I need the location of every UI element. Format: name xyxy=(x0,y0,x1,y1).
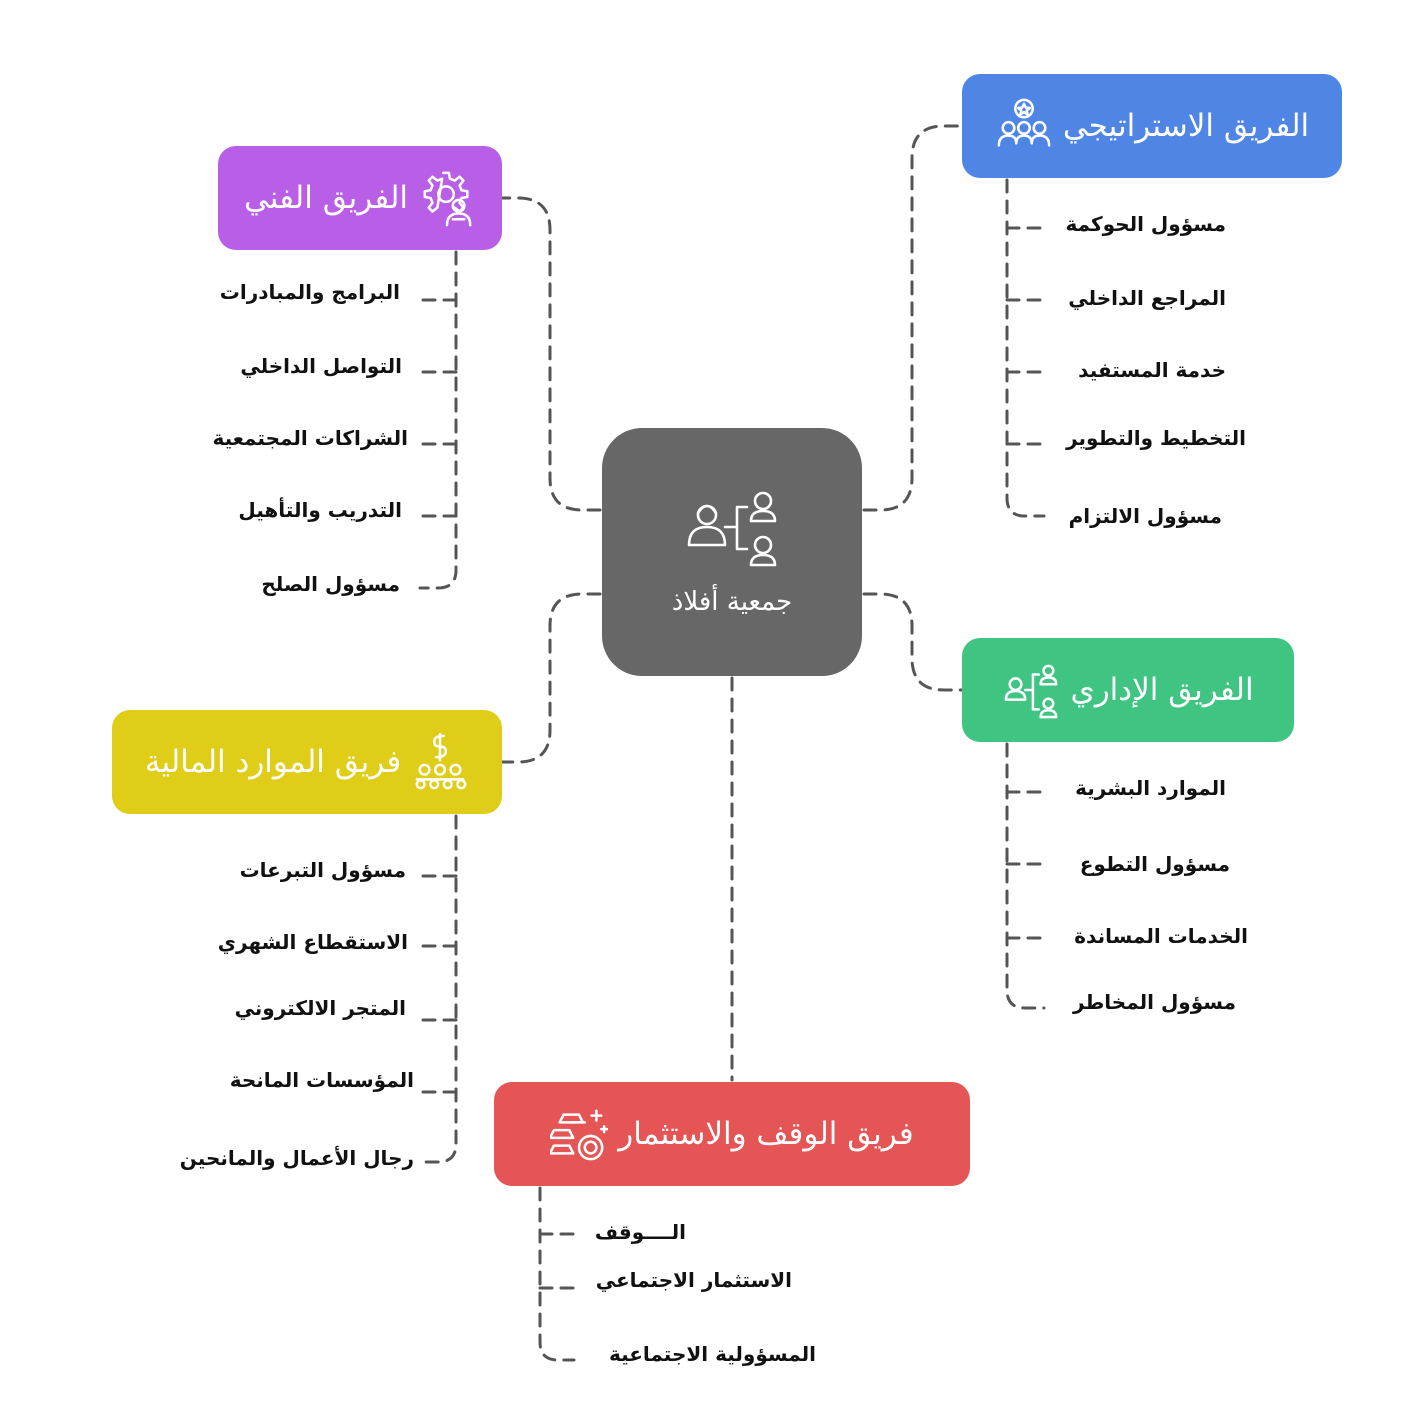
technical-item: مسؤول الصلح xyxy=(261,572,400,596)
finance-team-box: فريق الموارد المالية xyxy=(112,710,502,814)
trunk-admin xyxy=(1005,742,1046,1010)
trunk-technical xyxy=(418,250,458,590)
strategic-item: التخطيط والتطوير xyxy=(1066,426,1246,450)
technical-item: الشراكات المجتمعية xyxy=(212,426,408,450)
technical-item: التدريب والتأهيل xyxy=(238,498,402,522)
connector-strategic xyxy=(862,124,964,512)
finance-item: مسؤول التبرعات xyxy=(239,858,406,882)
technical-item: التواصل الداخلي xyxy=(240,354,402,378)
center-title: جمعية أفلاذ xyxy=(671,587,793,617)
connector-technical xyxy=(500,196,602,512)
gear-person-icon xyxy=(423,171,472,227)
waqf-team-title: فريق الوقف والاستثمار xyxy=(618,1116,914,1152)
technical-team-title: الفريق الفني xyxy=(243,180,409,216)
technical-team-box: الفريق الفني xyxy=(218,146,502,250)
admin-item: الخدمات المساندة xyxy=(1074,924,1248,948)
money-team-icon xyxy=(415,733,467,790)
waqf-item: المسؤولية الاجتماعية xyxy=(608,1342,816,1366)
org-people-icon xyxy=(1005,664,1058,719)
admin-item: مسؤول التطوع xyxy=(1079,852,1230,876)
strategic-item: خدمة المستفيد xyxy=(1078,358,1226,382)
admin-item: مسؤول المخاطر xyxy=(1073,990,1236,1014)
hierarchy-people-icon xyxy=(687,491,777,567)
waqf-team-box: فريق الوقف والاستثمار xyxy=(494,1082,970,1186)
strategic-team-box: الفريق الاستراتيجي xyxy=(962,74,1342,178)
connector-admin xyxy=(862,592,964,692)
finance-item: المتجر الالكتروني xyxy=(234,996,406,1020)
admin-team-box: الفريق الإداري xyxy=(962,638,1294,742)
technical-item: البرامج والمبادرات xyxy=(219,280,400,304)
finance-item: رجال الأعمال والمانحين xyxy=(179,1146,414,1170)
strategic-item: المراجع الداخلي xyxy=(1068,286,1226,310)
admin-item: الموارد البشرية xyxy=(1075,776,1226,800)
trunk-strategic xyxy=(1005,178,1046,518)
waqf-item: الــــوقف xyxy=(594,1220,686,1244)
finance-item: الاستقطاع الشهري xyxy=(217,930,408,954)
finance-item: المؤسسات المانحة xyxy=(229,1068,414,1092)
strategic-item: مسؤول الحوكمة xyxy=(1065,212,1226,236)
finance-team-title: فريق الموارد المالية xyxy=(144,744,402,780)
center-node: جمعية أفلاذ xyxy=(602,428,862,676)
gold-coins-icon xyxy=(550,1109,609,1161)
trunk-finance xyxy=(418,814,458,1164)
waqf-item: الاستثمار الاجتماعي xyxy=(595,1268,792,1292)
trunk-waqf xyxy=(538,1186,576,1362)
admin-team-title: الفريق الإداري xyxy=(1070,672,1254,708)
team-star-icon xyxy=(997,98,1051,147)
strategic-item: مسؤول الالتزام xyxy=(1068,504,1222,528)
connector-finance xyxy=(500,592,602,764)
strategic-team-title: الفريق الاستراتيجي xyxy=(1062,108,1310,144)
